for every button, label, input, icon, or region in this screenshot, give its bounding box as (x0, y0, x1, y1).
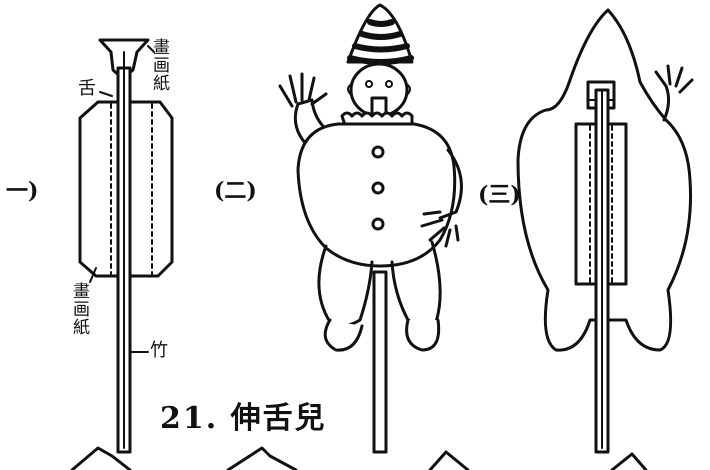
clown-eye-left (365, 80, 373, 88)
leader-paper-bottom (89, 267, 97, 283)
hat-stripe-2 (359, 31, 403, 40)
figure-caption: 21. 伸舌兒 (160, 401, 327, 436)
clown-button-2 (371, 181, 385, 195)
hat-stripe-1 (367, 19, 395, 27)
clown-eye-right (385, 80, 393, 88)
clown-raised-hand (278, 72, 328, 108)
hat-stripe-3 (352, 43, 410, 53)
back-hat (568, 8, 642, 84)
figure-1-mechanism (78, 38, 174, 454)
clown-body (296, 122, 457, 268)
clown-button-1 (371, 145, 385, 159)
leader-paper-top (147, 45, 155, 53)
clown-ear-left (347, 83, 353, 97)
back-raised-hand (654, 64, 694, 122)
figure-3-clown-back (516, 8, 694, 454)
cropped-shape-2 (226, 446, 298, 470)
cropped-shape-3 (428, 450, 470, 470)
bamboo-label: 竹 (150, 340, 168, 361)
drawing-paper-top-label: 畫画紙 (149, 38, 169, 92)
clown-foot-right (405, 318, 441, 352)
cropped-shape-1 (70, 446, 132, 470)
clown-foot-left (323, 318, 364, 352)
clown-ear-right (405, 83, 411, 97)
tongue-label: 舌 (78, 78, 96, 99)
figure-3-label: (三) (478, 182, 521, 208)
clown-stick (372, 270, 388, 454)
clown-button-3 (371, 217, 385, 231)
clown-right-arm (438, 148, 463, 220)
cropped-next-figure (70, 446, 648, 470)
leader-tongue (99, 91, 113, 97)
drawing-paper-bottom-label: 畫画紙 (69, 282, 89, 336)
figure-2-clown-front (278, 3, 463, 454)
clown-right-hand (420, 210, 460, 248)
figure-1-label: 一) (6, 178, 39, 204)
cropped-shape-4 (610, 452, 648, 470)
figure-2-label: (二) (214, 178, 257, 204)
